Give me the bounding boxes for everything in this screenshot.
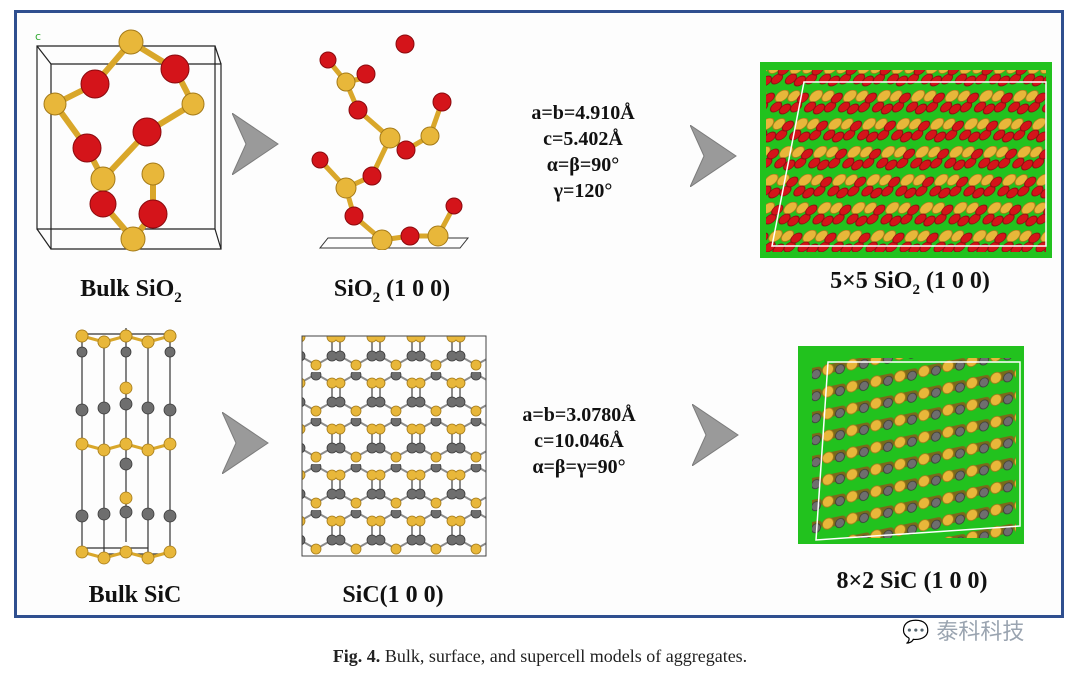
bulk-sic-model [70,316,198,568]
wechat-icon: 💬 [902,620,930,645]
sic-param-c: c=10.046Å [534,430,624,452]
caption-prefix: Fig. 4. [332,646,381,666]
axis-c-label: c [35,30,41,43]
sic-lattice-parameters: a=b=3.0780Å c=10.046Å α=β=γ=90° [484,402,674,480]
sio2-param-ab: a=b=4.910Å [531,102,635,124]
sic-param-ab: a=b=3.0780Å [522,404,636,426]
figure-caption: Fig. 4. Bulk, surface, and supercell mod… [0,646,1080,667]
sio2-100-label: SiO2 (1 0 0) [333,276,451,306]
arrow-right-icon [222,412,269,474]
sio2-supercell-label: 5×5 SiO2 (1 0 0) [830,268,990,298]
watermark: 💬 泰科科技 [902,614,1024,646]
watermark-text: 泰科科技 [936,620,1025,645]
sio2-100-model [298,30,478,250]
arrow-right-icon [232,113,279,175]
bulk-sic-label: Bulk SiC [88,582,182,608]
sic-100-model [296,326,492,562]
arrow-right-icon [692,404,739,466]
sic-supercell-label: 8×2 SiC (1 0 0) [836,568,988,594]
arrow-right-icon [690,125,737,187]
sic-param-angles: α=β=γ=90° [532,456,626,478]
sio2-param-alpha-beta: α=β=90° [546,154,620,176]
sic-supercell-model [798,346,1024,544]
sio2-lattice-parameters: a=b=4.910Å c=5.402Å α=β=90° γ=120° [488,100,678,204]
bulk-sio2-label: Bulk SiO2 [80,276,182,306]
bulk-sio2-model: c [25,24,225,264]
sio2-supercell-model [760,62,1052,258]
caption-text: Bulk, surface, and supercell models of a… [380,646,748,666]
sio2-param-c: c=5.402Å [543,128,623,150]
sio2-param-gamma: γ=120° [553,180,613,202]
sic-100-label: SiC(1 0 0) [342,582,444,608]
